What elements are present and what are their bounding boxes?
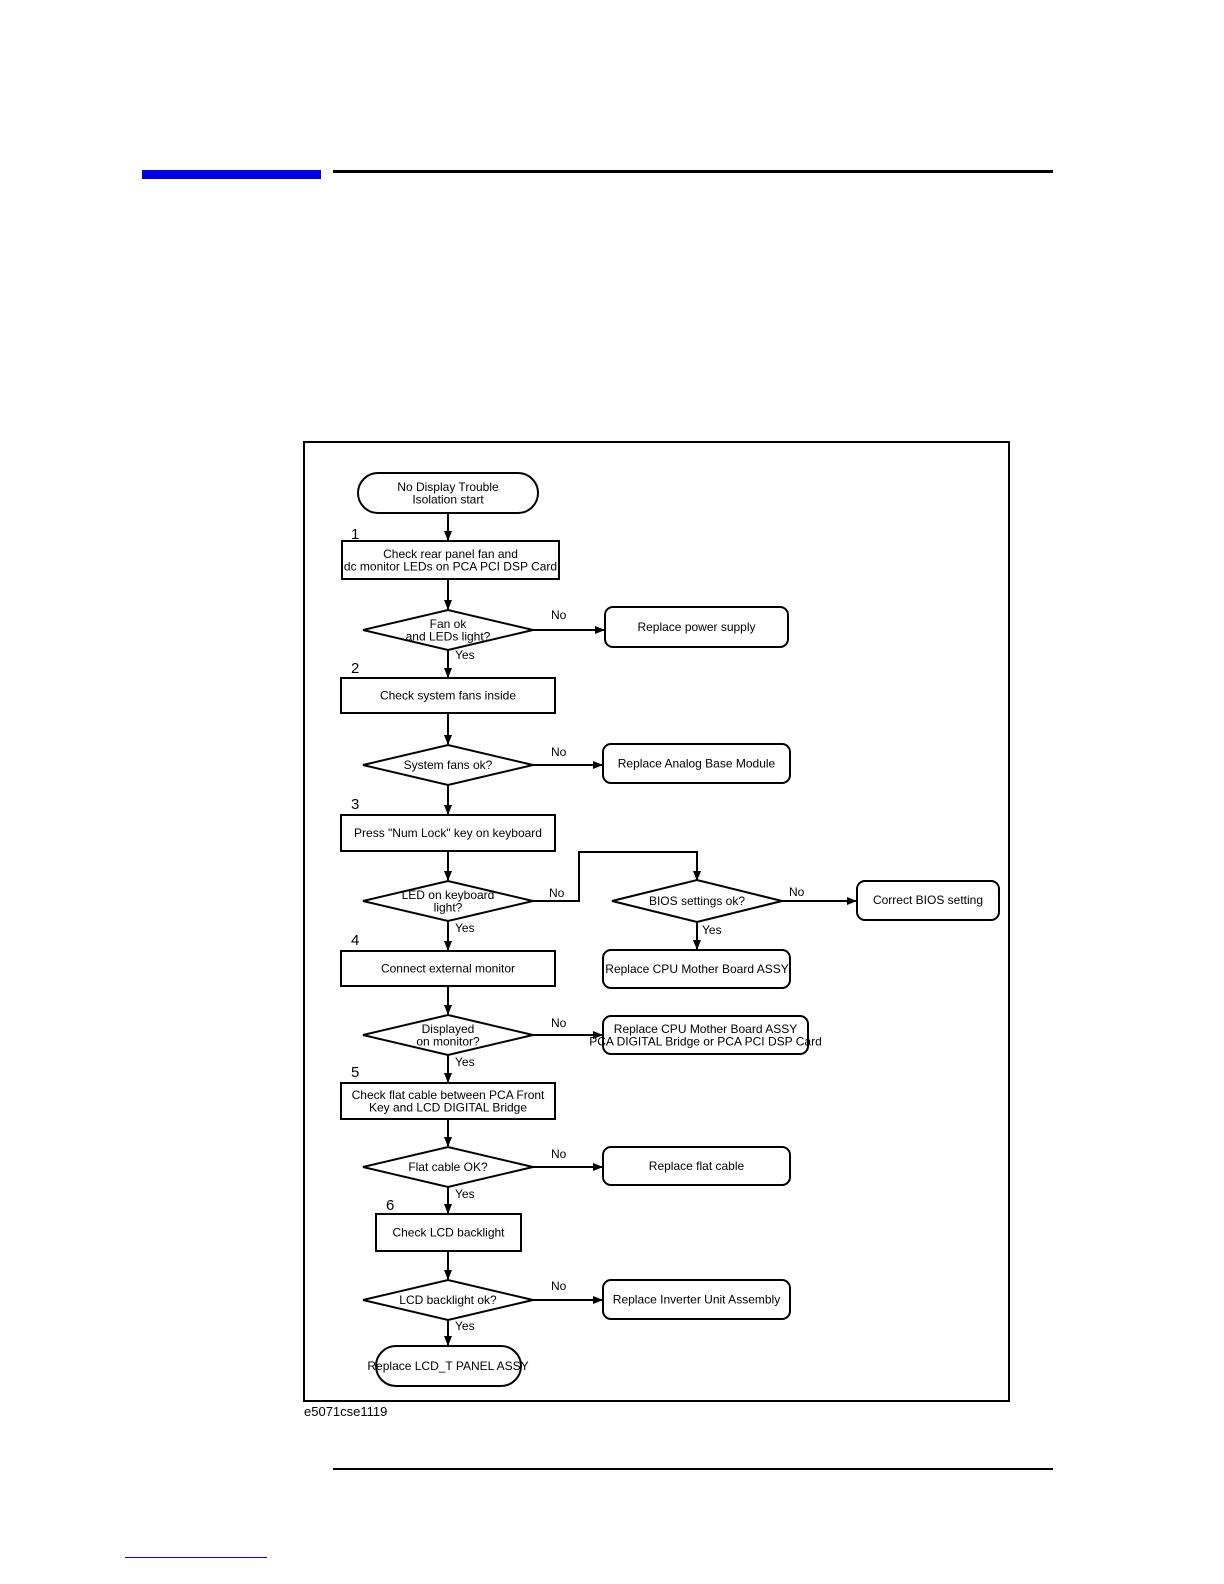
no-label: No: [551, 1016, 567, 1030]
bios-yes-result-box: [602, 949, 791, 989]
yes-label: Yes: [455, 1055, 475, 1069]
step-number: 6: [386, 1197, 394, 1214]
yes-label: Yes: [455, 1187, 475, 1201]
step-number: 1: [351, 526, 359, 543]
yes-label: Yes: [455, 1319, 475, 1333]
footer-link-rule: [125, 1557, 267, 1558]
step-4-decision-text-line: Displayed: [422, 1022, 475, 1036]
start-terminal-text-line: Isolation start: [412, 492, 484, 506]
step-3-decision-text-line: LED on keyboard: [402, 888, 495, 902]
bios-no-result-text-line: Correct BIOS setting: [873, 893, 983, 907]
step-1-decision: [362, 608, 534, 652]
step-4-no-result-text-line: Replace CPU Mother Board ASSY: [614, 1022, 797, 1036]
step-3-action-text-line: Press "Num Lock" key on keyboard: [354, 826, 542, 840]
step-2-no-result-text-line: Replace Analog Base Module: [618, 757, 776, 771]
step-6-action-box: [375, 1213, 522, 1252]
step-5-action-box: [340, 1082, 556, 1120]
footer-rule: [333, 1468, 1053, 1470]
step-1-action-text-line: Check rear panel fan and: [383, 547, 518, 561]
arrow-no-step-3: [533, 851, 701, 902]
step-4-decision: [362, 1013, 534, 1057]
step-number: 3: [351, 796, 359, 813]
step-5-action-text-line: Key and LCD DIGITAL Bridge: [369, 1100, 527, 1114]
step-2-decision: [362, 743, 534, 787]
step-5-no-result-text-line: Replace flat cable: [649, 1159, 745, 1173]
bios-yes-result-text-line: Replace CPU Mother Board ASSY: [605, 962, 788, 976]
no-label: No: [551, 1147, 567, 1161]
step-6-no-result-text-line: Replace Inverter Unit Assembly: [613, 1293, 780, 1307]
no-label: No: [551, 745, 567, 759]
step-6-decision: [362, 1278, 534, 1322]
bios-no-result-box: [856, 880, 1000, 921]
step-6-action-text-line: Check LCD backlight: [392, 1226, 505, 1240]
yes-label: Yes: [455, 921, 475, 935]
step-number: 2: [351, 660, 359, 677]
step-6-decision-text-line: LCD backlight ok?: [399, 1293, 497, 1307]
figure-id: e5071cse1119: [304, 1404, 388, 1419]
step-4-no-result-text-line: PCA DIGITAL Bridge or PCA PCI DSP Card: [589, 1034, 822, 1048]
no-label: No: [551, 1279, 567, 1293]
start-terminal: [357, 472, 539, 514]
step-5-decision: [362, 1145, 534, 1189]
step-6-no-result-box: [602, 1279, 791, 1320]
step-number: 5: [351, 1064, 359, 1081]
header-rule: [333, 170, 1053, 173]
step-1-action-box: [341, 540, 560, 580]
end-terminal-text-line: Replace LCD_T PANEL ASSY: [367, 1359, 528, 1373]
step-5-no-result-box: [602, 1146, 791, 1186]
step-number: 4: [351, 932, 359, 949]
no-label: No: [789, 885, 805, 899]
step-1-no-result-box: [604, 606, 789, 648]
figure-frame: [303, 441, 1010, 1402]
bios-decision: [611, 878, 783, 924]
step-3-decision-text-line: light?: [434, 900, 463, 914]
step-1-action-text-line: dc monitor LEDs on PCA PCI DSP Card: [344, 559, 557, 573]
no-label: No: [549, 886, 565, 900]
yes-label: Yes: [455, 648, 475, 662]
step-1-decision-text-line: Fan ok: [430, 617, 468, 631]
step-2-action-box: [340, 677, 556, 714]
bios-decision-text-line: BIOS settings ok?: [649, 894, 745, 908]
step-1-no-result-text-line: Replace power supply: [637, 620, 755, 634]
step-2-no-result-box: [602, 743, 791, 784]
step-2-decision-text-line: System fans ok?: [404, 758, 493, 772]
step-4-action-box: [340, 950, 556, 987]
step-1-decision-text-line: and LEDs light?: [406, 629, 491, 643]
step-3-action-box: [340, 814, 556, 852]
step-4-decision-text-line: on monitor?: [416, 1034, 480, 1048]
step-5-action-text-line: Check flat cable between PCA Front: [352, 1088, 545, 1102]
yes-label: Yes: [702, 923, 722, 937]
step-4-action-text-line: Connect external monitor: [381, 962, 515, 976]
header-accent-bar: [142, 170, 321, 179]
step-4-no-result-box: [602, 1015, 809, 1055]
end-terminal: [375, 1345, 522, 1387]
start-terminal-text-line: No Display Trouble: [397, 480, 499, 494]
step-3-decision: [362, 879, 534, 923]
step-2-action-text-line: Check system fans inside: [380, 689, 516, 703]
no-label: No: [551, 608, 567, 622]
step-5-decision-text-line: Flat cable OK?: [408, 1160, 488, 1174]
